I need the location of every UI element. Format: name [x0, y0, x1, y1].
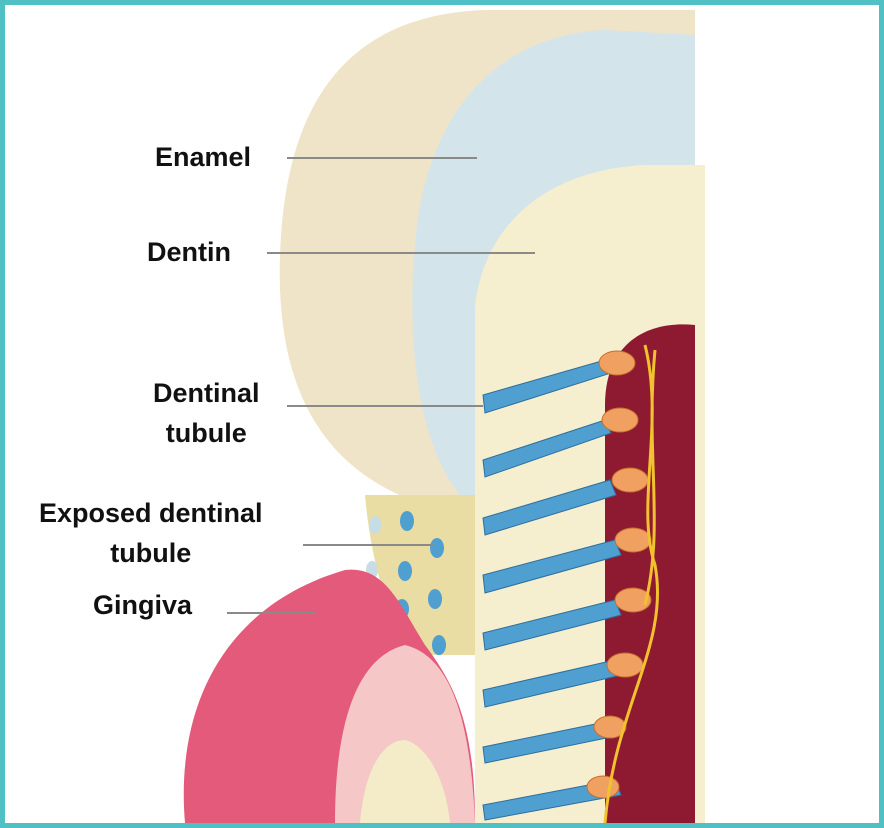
leader-line-exposed-tubule [303, 544, 433, 546]
leader-line-dentinal-tubule [287, 405, 483, 407]
label-line-1: Exposed dentinal [39, 498, 263, 528]
label-line-1: Dentinal [153, 378, 260, 408]
label-line-2: tubule [165, 418, 247, 448]
leader-line-gingiva [227, 612, 315, 614]
label-gingiva: Gingiva [93, 590, 193, 620]
label-enamel: Enamel [155, 142, 252, 172]
odontoblast-cells [586, 350, 652, 799]
label-dentinal-tubule: Dentinal tubule [153, 373, 260, 453]
tooth-illustration [183, 10, 705, 823]
leader-line-dentin [267, 252, 535, 254]
dentinal-tubules [482, 359, 622, 821]
label-dentin: Dentin [147, 237, 231, 267]
bone [360, 740, 450, 823]
label-exposed-dentinal-tubule: Exposed dentinal tubule [39, 493, 263, 573]
leader-line-enamel [287, 157, 477, 159]
nerve-fibers [603, 344, 660, 823]
label-line-2: tubule [110, 538, 192, 568]
